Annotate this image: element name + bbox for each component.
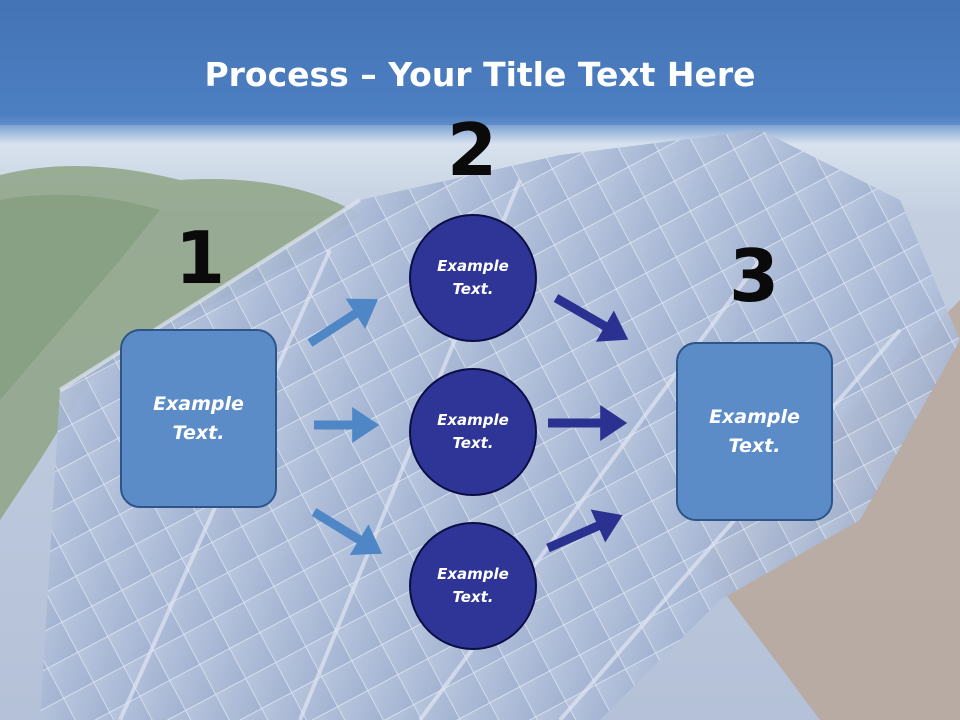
arrow-1-to-bottom: [311, 508, 383, 556]
step-number-1: 1: [174, 216, 226, 300]
slide-title: Process – Your Title Text Here: [0, 52, 960, 98]
step-1-box: Example Text.: [120, 329, 277, 508]
step-2-circle-bottom: Example Text.: [409, 522, 537, 650]
arrow-top-to-3: [553, 294, 629, 342]
step-2-circle-middle: Example Text.: [409, 368, 537, 496]
step-2-circle-top: Example Text.: [409, 214, 537, 342]
title-bold: Process: [204, 55, 349, 94]
step-3-box: Example Text.: [676, 342, 833, 521]
title-rest: – Your Title Text Here: [348, 55, 756, 94]
arrow-bottom-to-3: [546, 509, 623, 553]
arrow-1-to-top: [307, 298, 379, 347]
step-number-3: 3: [728, 234, 780, 318]
step-number-2: 2: [446, 108, 498, 192]
